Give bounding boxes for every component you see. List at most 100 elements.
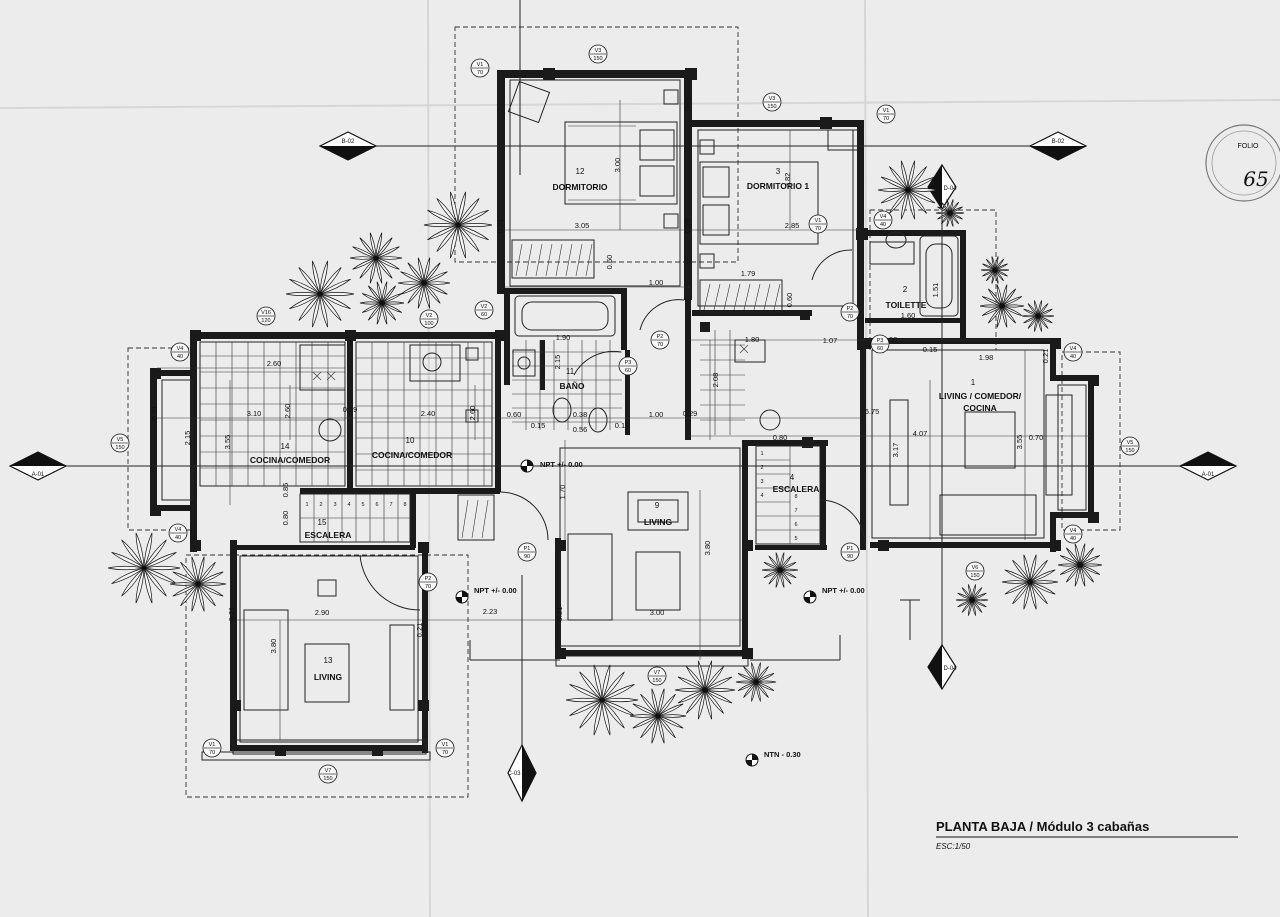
dimension-label: 0.85 xyxy=(281,483,290,498)
plant-icon xyxy=(423,191,493,259)
plant-icon xyxy=(761,552,799,588)
dimension-label: 3.55 xyxy=(1015,435,1024,450)
dimension-label: 3.00 xyxy=(650,608,665,617)
dimension-label: 3.05 xyxy=(575,221,590,230)
plant-icon xyxy=(1057,543,1103,587)
section-marker-a-left: A A-01 xyxy=(8,451,68,481)
floor-tiles xyxy=(200,330,745,486)
section-marker-a-right: A A-01 xyxy=(1178,451,1238,481)
level-label-3: NPT +/- 0.00 xyxy=(822,586,865,595)
room-name-13: LIVING xyxy=(314,672,343,682)
stair-step-number: 3 xyxy=(333,502,336,508)
dimension-label: 0.60 xyxy=(507,410,522,419)
opening-code: V4 xyxy=(880,214,887,220)
plant-icon xyxy=(735,662,777,702)
section-a-letter-right: A xyxy=(1204,456,1211,467)
dimension-label: 1.70 xyxy=(558,485,567,500)
dimension-label: 0.15 xyxy=(531,421,546,430)
opening-size: 70 xyxy=(425,584,431,590)
dimension-label: 1.07 xyxy=(823,336,838,345)
dimension-label: 2.08 xyxy=(711,373,720,388)
opening-code: V1 xyxy=(209,742,216,748)
room-number-15: 15 xyxy=(318,518,327,527)
room-number-12: 12 xyxy=(576,167,585,176)
dimension-label: 0.21 xyxy=(150,406,159,421)
dimension-label: 2.60 xyxy=(283,404,292,419)
plan-title: PLANTA BAJA / Módulo 3 cabañas xyxy=(936,819,1149,834)
level-label-2: NPT +/- 0.00 xyxy=(474,586,517,595)
plant-icon xyxy=(565,664,639,736)
opening-size: 40 xyxy=(1070,536,1076,542)
opening-code: V3 xyxy=(769,96,776,102)
dimension-label: 0.21 xyxy=(227,607,236,622)
dimension-label: 2.60 xyxy=(468,406,477,421)
dimension-label: 3.00 xyxy=(613,158,622,173)
stair-step-number: 2 xyxy=(760,465,763,471)
opening-size: 60 xyxy=(877,346,883,352)
opening-size: 150 xyxy=(1125,448,1134,454)
opening-size: 70 xyxy=(883,116,889,122)
section-c-letter: C xyxy=(525,769,532,780)
room-name-15: ESCALERA xyxy=(305,530,352,540)
dimension-label: 1.51 xyxy=(931,283,940,298)
stamp-number: 65 xyxy=(1243,167,1268,191)
dimension-label: 2.60 xyxy=(267,359,282,368)
room-number-11: 11 xyxy=(566,367,575,376)
dimension-label: 6.75 xyxy=(865,407,880,416)
opening-size: 60 xyxy=(481,312,487,318)
section-b-letter: B xyxy=(344,149,351,160)
dimension-label: 0.60 xyxy=(605,255,614,270)
level-label-4: NTN - 0.30 xyxy=(764,750,801,759)
opening-size: 70 xyxy=(847,314,853,320)
room-labels: 12 DORMITORIO 3 DORMITORIO 1 2 TOILETTE … xyxy=(250,167,1022,682)
stair-step-number: 8 xyxy=(403,502,406,508)
dimension-lines xyxy=(157,100,1090,740)
opening-tags: V170V3150V3150V170V440V16120V2100V260V44… xyxy=(110,44,1140,784)
opening-code: V3 xyxy=(595,48,602,54)
stair-step-number: 8 xyxy=(794,494,797,500)
room-name-2: TOILETTE xyxy=(886,300,927,310)
opening-code: V7 xyxy=(654,670,661,676)
plant-icon xyxy=(877,160,939,220)
opening-code: V2 xyxy=(426,313,433,319)
dimension-label: 0.21 xyxy=(415,623,424,638)
stair-step-number: 1 xyxy=(305,502,308,508)
opening-code: V7 xyxy=(325,768,332,774)
room-name-4: ESCALERA xyxy=(773,484,820,494)
opening-code: V2 xyxy=(481,304,488,310)
opening-size: 100 xyxy=(424,321,433,327)
opening-size: 150 xyxy=(652,678,661,684)
plant-icon xyxy=(349,232,403,284)
dimension-label: 1.00 xyxy=(649,278,664,287)
dimension-label: 1.90 xyxy=(556,333,571,342)
dimension-label: 0.29 xyxy=(343,405,358,414)
opening-size: 40 xyxy=(177,354,183,360)
section-a-letter: A xyxy=(34,456,41,467)
stamp-label: FOLIO xyxy=(1237,143,1259,150)
room-name-3: DORMITORIO 1 xyxy=(747,181,809,191)
plant-icon xyxy=(935,199,965,227)
dimension-label: 3.10 xyxy=(247,409,262,418)
opening-code: V6 xyxy=(972,565,979,571)
opening-size: 90 xyxy=(847,554,853,560)
landscape-plants xyxy=(107,160,1103,744)
dimension-label: 1.98 xyxy=(979,353,994,362)
opening-size: 70 xyxy=(442,750,448,756)
plan-scale: ESC:1/50 xyxy=(936,842,971,851)
dimension-label: 0.29 xyxy=(683,409,698,418)
section-marker-c: C C-03 xyxy=(507,743,537,803)
section-b-letter-right: B xyxy=(1054,149,1061,160)
